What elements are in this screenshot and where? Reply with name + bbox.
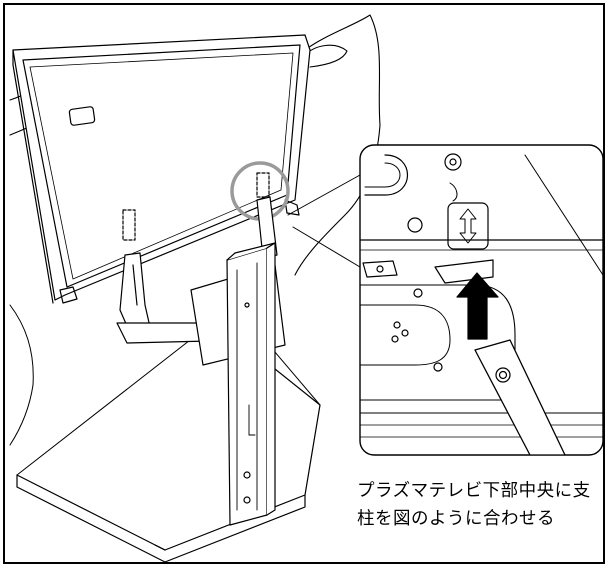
tv-slot-left xyxy=(122,209,136,241)
main-post xyxy=(226,242,276,526)
tv-handle xyxy=(68,106,96,126)
illustration-frame: プラズマテレビ下部中央に支 柱を図のように合わせる xyxy=(3,3,605,564)
callout-line-top xyxy=(287,174,361,216)
tv-bracket-right xyxy=(284,199,300,216)
plasma-tv-panel xyxy=(12,34,311,304)
caption-line-1: プラズマテレビ下部中央に支 xyxy=(357,481,591,501)
person-left-body xyxy=(9,304,34,446)
tv-slot-center xyxy=(256,172,270,198)
arrow-up-icon xyxy=(456,272,499,340)
instruction-caption: プラズマテレビ下部中央に支 柱を図のように合わせる xyxy=(357,477,607,533)
tv-bracket-left xyxy=(59,286,78,304)
callout-line-bottom xyxy=(292,226,361,268)
caption-line-2: 柱を図のように合わせる xyxy=(357,509,555,529)
hand-right xyxy=(304,44,348,68)
assembly-illustration xyxy=(9,14,604,563)
detail-inset xyxy=(359,144,604,456)
person-right-outline xyxy=(294,14,381,276)
